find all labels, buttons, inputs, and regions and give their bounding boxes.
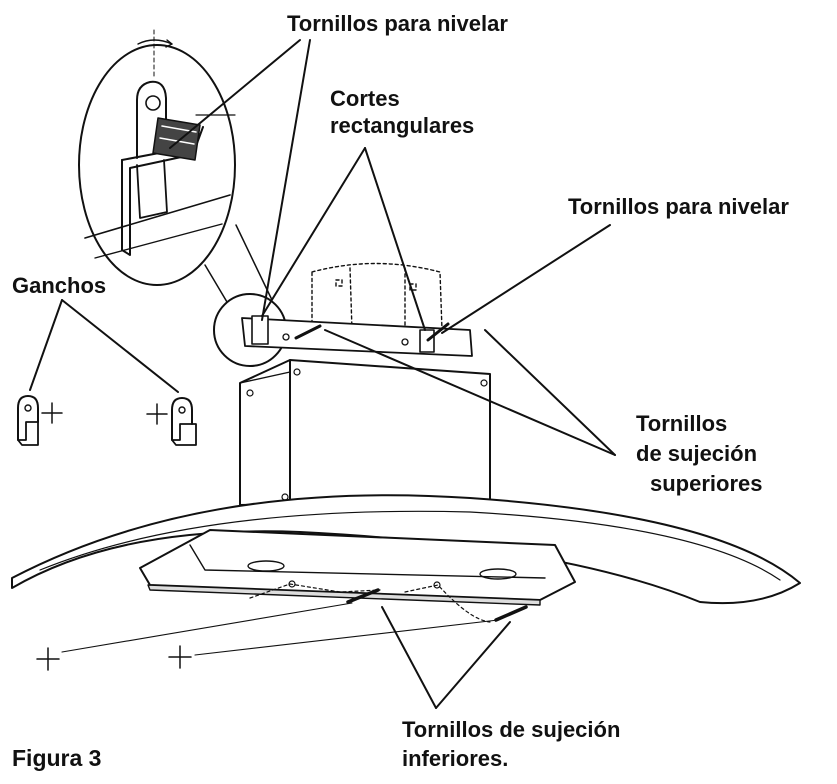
label-rect-cutouts-1: Cortes — [330, 86, 400, 111]
leader-lines — [29, 39, 616, 709]
label-upper-screws-2: de sujeción — [636, 441, 758, 466]
label-lower-screws-2: inferiores. — [402, 746, 509, 771]
wall-marks-bottom — [36, 645, 192, 671]
chimney-outline — [311, 262, 443, 331]
label-upper-screws-1: Tornillos — [636, 411, 728, 436]
hook-left — [17, 395, 63, 446]
motor-housing — [239, 359, 491, 506]
label-lower-screws-1: Tornillos de sujeción — [402, 717, 621, 742]
hook-right — [146, 397, 197, 446]
detail-magnifier — [78, 29, 236, 286]
label-upper-screws-3: superiores — [650, 471, 763, 496]
upper-mounting-plate — [241, 317, 473, 357]
label-rect-cutouts-2: rectangulares — [330, 113, 475, 138]
glass-canopy — [11, 494, 801, 623]
figure-caption: Figura 3 — [12, 745, 102, 771]
label-leveling-screws-right: Tornillos para nivelar — [568, 194, 789, 219]
label-hooks: Ganchos — [12, 273, 107, 298]
label-leveling-screws-top: Tornillos para nivelar — [287, 11, 508, 36]
